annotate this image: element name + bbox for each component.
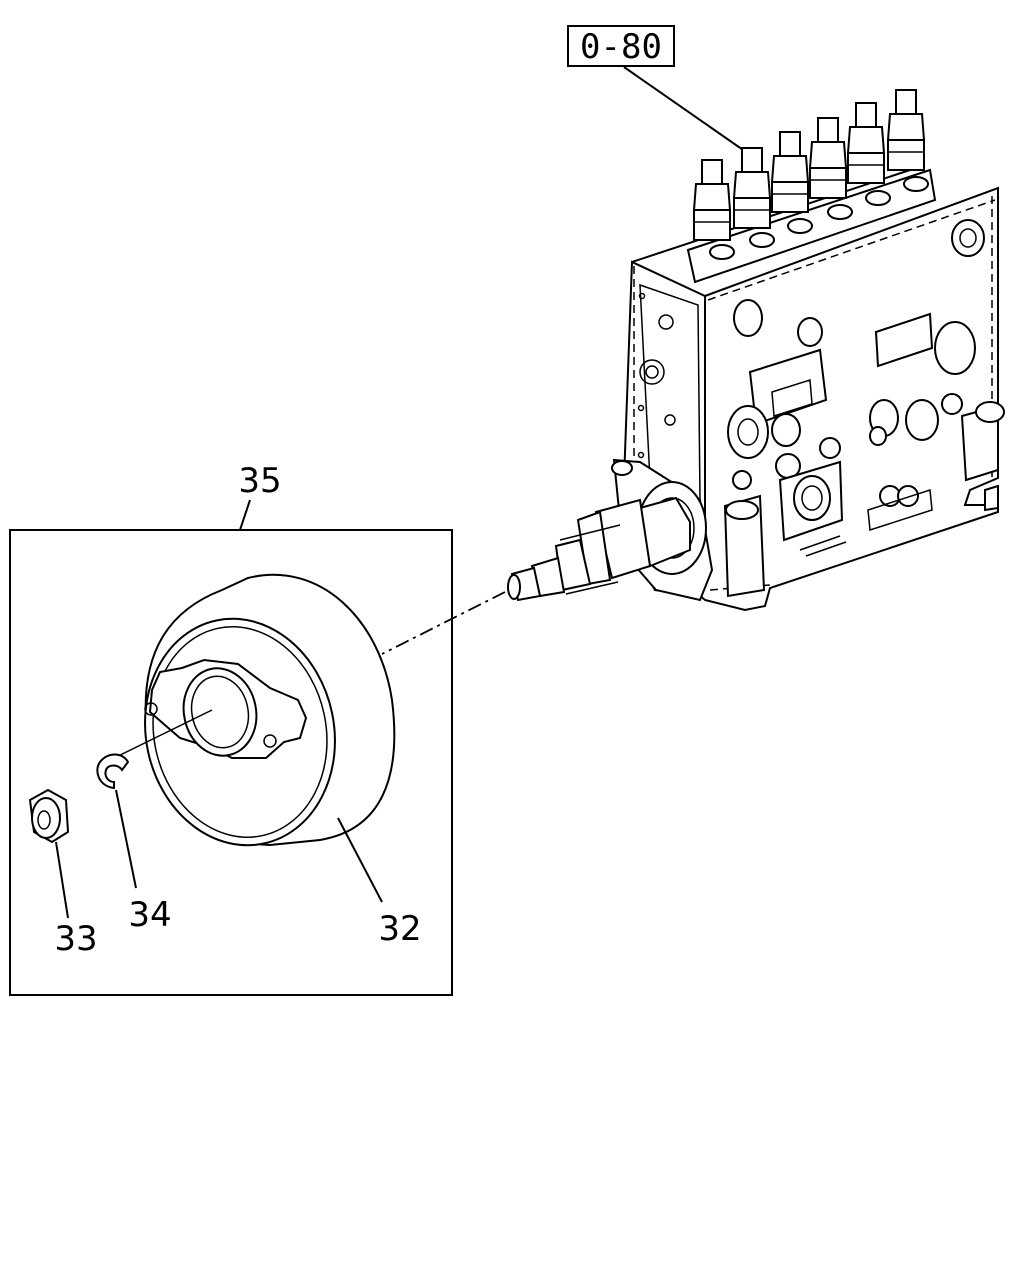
drive-hub-leader-line: [337, 817, 383, 903]
drive-hub-label: 32: [378, 909, 421, 949]
assembly-group[interactable]: 35: [9, 461, 453, 996]
assembly-label: 35: [238, 461, 281, 501]
reference-label: 0-80: [580, 27, 662, 67]
reference-leader-line: [623, 66, 747, 153]
snap-ring[interactable]: 34: [96, 753, 172, 936]
camshaft: [507, 496, 691, 602]
nut[interactable]: 33: [28, 788, 98, 959]
assembly-centerline: [381, 591, 506, 655]
snap-ring-label: 34: [128, 895, 171, 935]
reference-callout[interactable]: 0-80: [567, 25, 747, 153]
outlet-fittings: [692, 89, 926, 241]
nut-label: 33: [54, 919, 97, 959]
nut-leader-line: [55, 841, 69, 919]
assembly-leader-line: [239, 499, 251, 531]
snap-ring-leader-line: [115, 789, 137, 889]
hub-centerline: [109, 709, 213, 761]
injection-pump: [611, 89, 1005, 612]
drive-hub-callout: 32: [337, 817, 422, 949]
drive-hub[interactable]: [124, 573, 396, 863]
